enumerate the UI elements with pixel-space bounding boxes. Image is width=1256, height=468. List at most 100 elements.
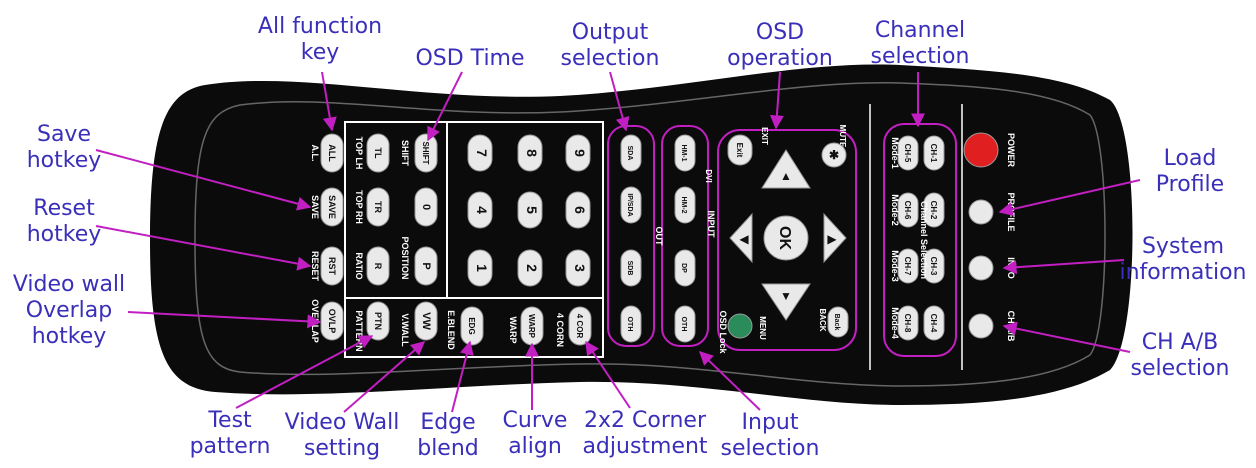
key-ok[interactable] xyxy=(763,215,809,261)
key-ch-2[interactable]: CH-2 xyxy=(923,192,945,228)
label-toprh: TOP RH xyxy=(354,190,364,224)
key-rst[interactable]: RST xyxy=(320,246,344,286)
callout-line: Test xyxy=(208,408,252,433)
key-down[interactable] xyxy=(761,283,811,321)
key-left[interactable] xyxy=(729,212,753,264)
key-input-oth[interactable]: OTH xyxy=(674,305,696,343)
key-ch-8[interactable]: CH-8 xyxy=(897,305,919,341)
key-number-5-label: 5 xyxy=(524,206,540,214)
label-mode-2: Mode-2 xyxy=(890,194,900,226)
key-tr[interactable]: TR xyxy=(366,187,390,227)
key-ch-3[interactable]: CH-3 xyxy=(923,248,945,284)
up-arrow-icon: ▲ xyxy=(780,169,792,183)
key-p[interactable]: P xyxy=(414,246,438,286)
label-position: POSITION xyxy=(400,236,410,279)
key-out-sdb[interactable]: SDB xyxy=(620,249,642,287)
key-input-hm2[interactable]: HM-2 xyxy=(674,186,696,224)
key-vw[interactable]: VW xyxy=(414,301,438,341)
callout-line: 2x2 Corner xyxy=(583,408,706,433)
key-ch-1[interactable]: CH-1 xyxy=(923,135,945,171)
key-ch-4[interactable]: CH-4 xyxy=(923,305,945,341)
key-profile[interactable] xyxy=(968,199,994,225)
key-input-hm1[interactable]: HM-1 xyxy=(674,134,696,172)
callout-line: Save xyxy=(36,122,91,147)
label-mute: MUTE xyxy=(838,125,847,148)
key-ovlp-label: OVLP xyxy=(327,309,337,334)
arrow-all-function xyxy=(321,71,337,132)
key-warp[interactable]: WARP xyxy=(520,306,544,346)
key-back[interactable]: Back xyxy=(827,306,849,338)
key-all[interactable]: ALL xyxy=(320,133,344,173)
mute-icon: ✱ xyxy=(829,148,839,162)
arrow-save xyxy=(95,149,312,211)
key-power[interactable] xyxy=(963,132,999,168)
key-tl[interactable]: TL xyxy=(366,133,390,173)
callout-line: operation xyxy=(727,46,833,71)
key-number-7[interactable]: 7 xyxy=(467,134,493,172)
key-mute[interactable] xyxy=(821,142,847,168)
label-ratio: RATIO xyxy=(354,252,364,279)
key-number-4[interactable]: 4 xyxy=(467,191,493,229)
key-ch-7[interactable]: CH-7 xyxy=(897,248,919,284)
label-profile: PROFILE xyxy=(1006,192,1016,231)
label-eblend: E.BLEND xyxy=(446,310,456,350)
callout-line: selection xyxy=(1130,356,1230,381)
remote-inner-outline xyxy=(194,82,1106,387)
key-number-5[interactable]: 5 xyxy=(517,191,543,229)
label-power: POWER xyxy=(1006,133,1016,168)
key-save-label: SAVE xyxy=(327,195,337,219)
callout-line: blend xyxy=(417,436,479,461)
key-right[interactable] xyxy=(823,212,847,264)
key-4cor-label: 4 COR xyxy=(575,314,584,339)
key-number-8[interactable]: 8 xyxy=(517,134,543,172)
callout-line: OSD xyxy=(755,20,805,45)
label-al: A.L. xyxy=(310,145,320,162)
input-group xyxy=(661,125,709,347)
key-input-dp[interactable]: DP xyxy=(674,249,696,287)
key-out-oth[interactable]: OTH xyxy=(620,305,642,343)
key-shift[interactable]: SHIFT xyxy=(414,133,438,173)
key-number-3[interactable]: 3 xyxy=(565,249,591,287)
key-up[interactable] xyxy=(761,149,811,189)
key-exit[interactable]: Exit xyxy=(727,134,753,166)
arrows-layer xyxy=(95,71,1141,413)
key-input-dp-label: DP xyxy=(680,263,687,273)
key-info[interactable] xyxy=(968,255,994,281)
key-number-1[interactable]: 1 xyxy=(467,249,493,287)
key-4cor[interactable]: 4 COR xyxy=(568,306,592,346)
key-number-6[interactable]: 6 xyxy=(565,191,591,229)
arrow-osd-time xyxy=(427,71,463,142)
callout-line: All function xyxy=(257,14,383,39)
label-mode-3: Mode-3 xyxy=(890,250,900,282)
key-out-ipsda[interactable]: IP/SDA xyxy=(620,186,642,224)
label-warp: WARP xyxy=(508,317,518,344)
key-p-label: P xyxy=(420,262,432,269)
key-ch-4-label: CH-4 xyxy=(929,314,938,333)
arrow-reset xyxy=(95,225,312,271)
key-ch-5[interactable]: CH-5 xyxy=(897,135,919,171)
callout-line: Load xyxy=(1163,146,1217,171)
key-number-2[interactable]: 2 xyxy=(517,249,543,287)
key-ch-ab[interactable] xyxy=(968,313,994,339)
key-zero[interactable]: 0 xyxy=(414,187,438,227)
key-number-9-label: 9 xyxy=(572,149,588,157)
key-ptn[interactable]: PTN xyxy=(366,301,390,341)
left-arrow-icon: ◀ xyxy=(739,232,749,246)
key-menu[interactable] xyxy=(727,313,753,339)
key-out-sda[interactable]: SDA xyxy=(620,134,642,172)
key-out-oth-label: OTH xyxy=(626,317,633,332)
callout-line: hotkey xyxy=(26,222,102,247)
key-r[interactable]: R xyxy=(366,246,390,286)
key-ovlp[interactable]: OVLP xyxy=(320,301,344,341)
key-save[interactable]: SAVE xyxy=(320,187,344,227)
label-mode-1: Mode-1 xyxy=(890,137,900,169)
callout-line: Channel xyxy=(874,18,966,43)
key-ch-6[interactable]: CH-6 xyxy=(897,192,919,228)
key-number-9[interactable]: 9 xyxy=(565,134,591,172)
key-edg[interactable]: EDG xyxy=(460,306,484,346)
